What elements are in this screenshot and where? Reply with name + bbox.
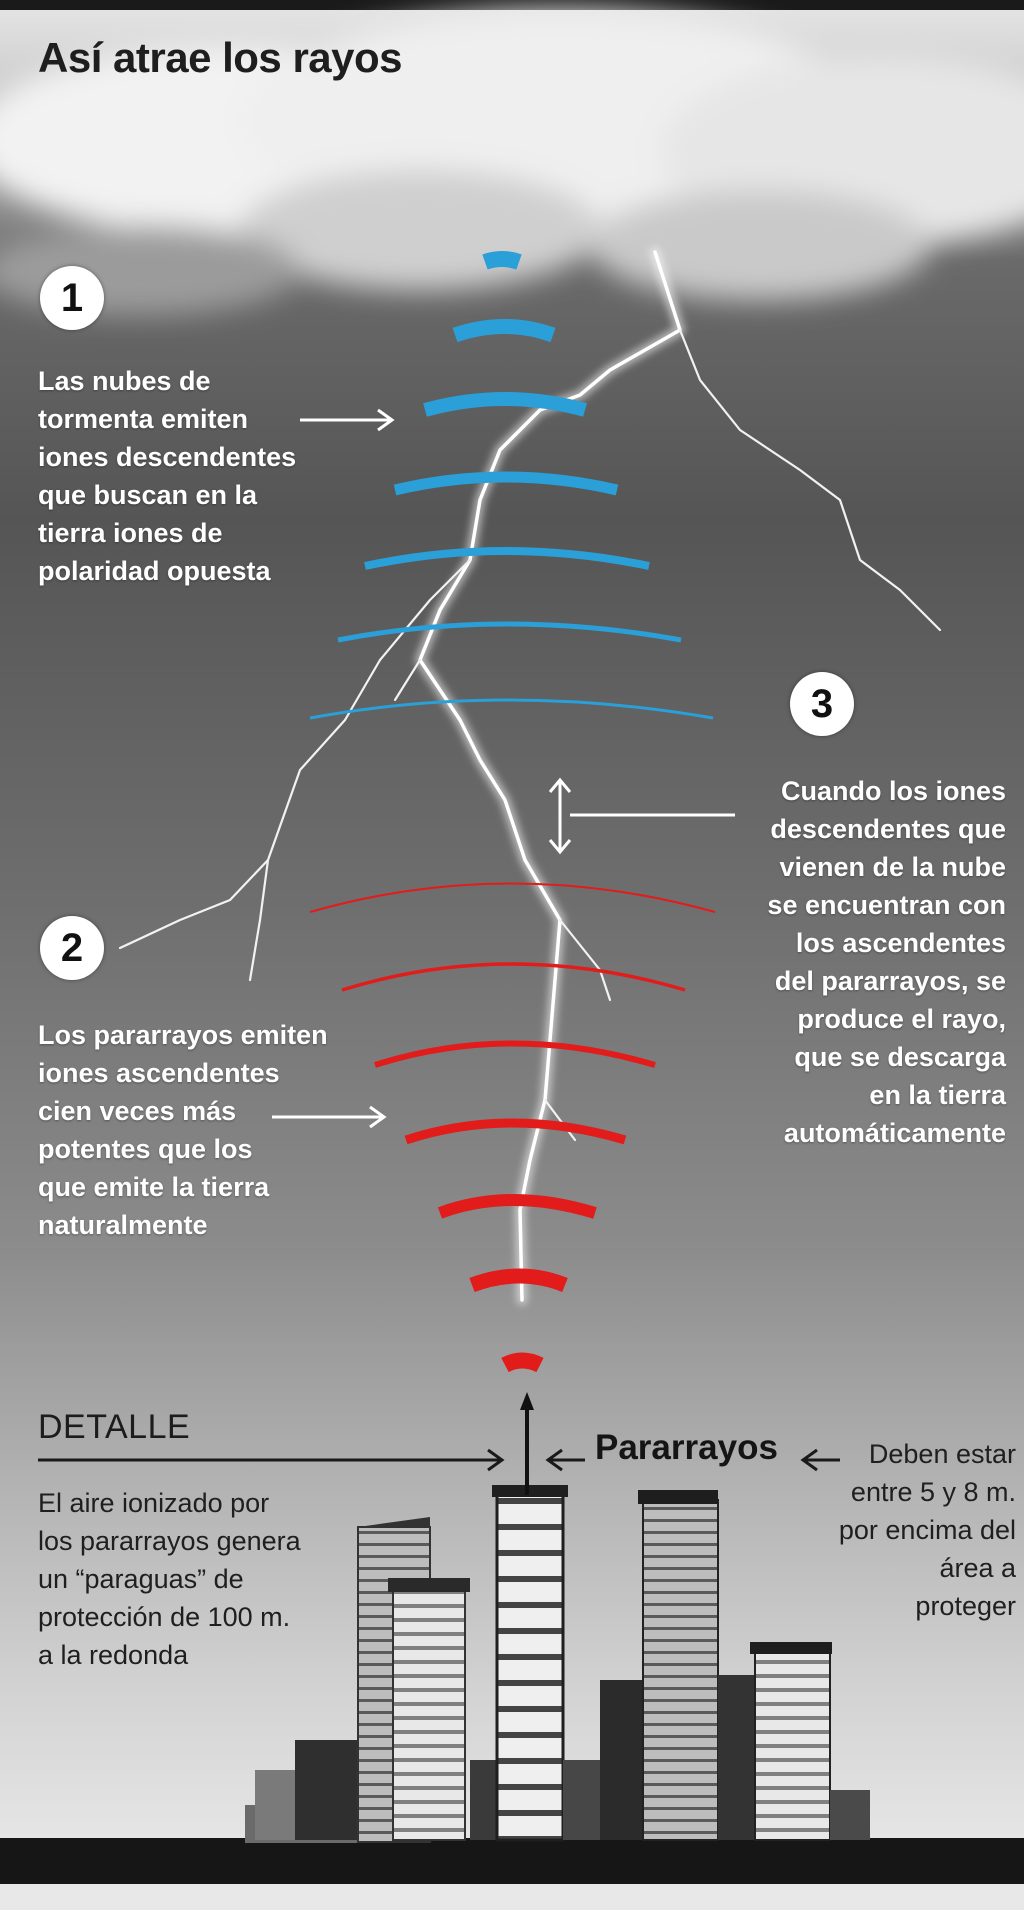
ascending-ions bbox=[309, 882, 716, 1373]
double-arrow-vertical-icon bbox=[548, 777, 735, 855]
arrow-left-icon bbox=[545, 1448, 585, 1472]
descending-ions bbox=[309, 251, 714, 720]
step-1-text: Las nubes de tormenta emiten iones desce… bbox=[38, 366, 297, 586]
skyline bbox=[0, 1485, 1024, 1884]
step-2-badge: 2 bbox=[40, 916, 104, 980]
lightning-rod-note: Deben estar entre 5 y 8 m. por encima de… bbox=[838, 1439, 1016, 1621]
arrow-right-icon bbox=[38, 1448, 505, 1472]
step-2-text: Los pararrayos emiten iones ascendentes … bbox=[38, 1020, 328, 1240]
step-3-text: Cuando los iones descendentes que vienen… bbox=[767, 776, 1006, 1148]
top-border bbox=[0, 0, 1024, 10]
step-1-badge: 1 bbox=[40, 266, 104, 330]
bottom-margin bbox=[0, 1910, 1024, 1922]
arrow-right-icon bbox=[300, 408, 395, 432]
detail-text: El aire ionizado por los pararrayos gene… bbox=[38, 1488, 301, 1670]
arrow-left-icon bbox=[800, 1448, 840, 1472]
lightning-rod-label: Pararrayos bbox=[595, 1428, 778, 1467]
detail-heading: DETALLE bbox=[38, 1408, 191, 1446]
step-3-badge: 3 bbox=[790, 672, 854, 736]
arrow-right-icon bbox=[272, 1105, 387, 1129]
storm-cloud bbox=[0, 10, 1024, 315]
page-title: Así atrae los rayos bbox=[38, 34, 403, 81]
lightning-rod bbox=[520, 1392, 534, 1495]
